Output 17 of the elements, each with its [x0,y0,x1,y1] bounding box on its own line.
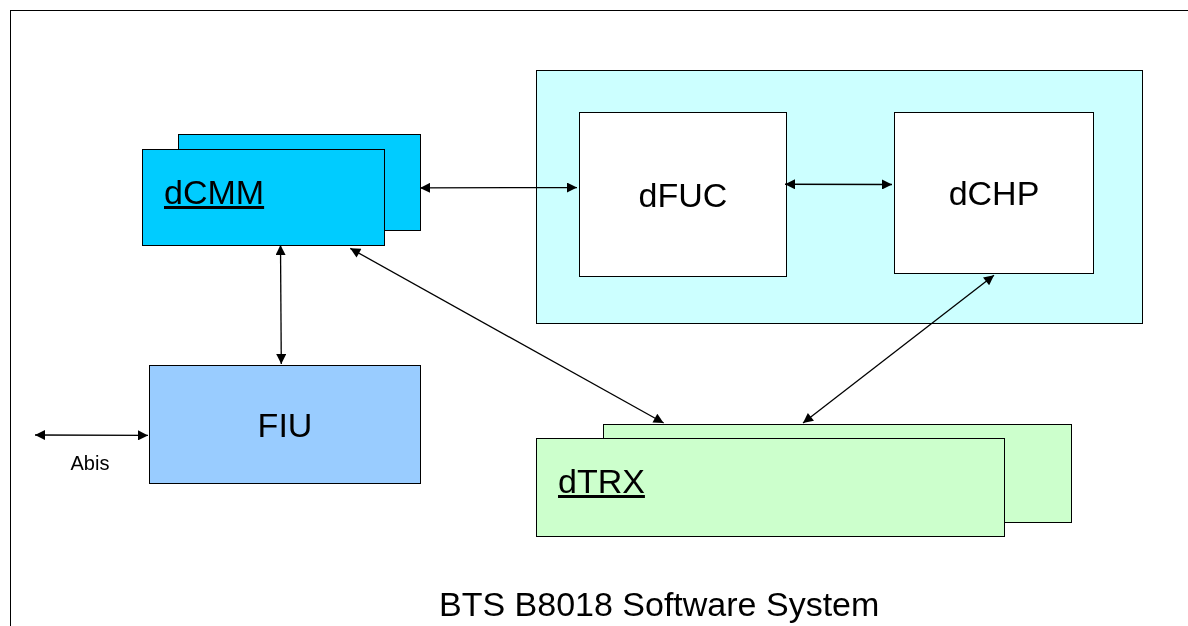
arrow [802,274,995,424]
module-label: dFUC [638,177,728,212]
arrow [34,430,149,441]
process-box [579,112,787,277]
module-label: FIU [257,407,313,442]
process-box [149,365,421,484]
arrow [784,179,893,190]
arrow [349,247,665,424]
arrow [419,182,578,193]
module-label: dTRX [558,464,645,498]
process-box [894,112,1094,274]
module-label: dCHP [948,176,1040,210]
module-label: dCMM [164,175,265,209]
container-box [536,70,1143,324]
system-frame [10,10,1188,626]
arrow [275,244,287,365]
system-label: BTS B8018 Software System [439,587,880,621]
